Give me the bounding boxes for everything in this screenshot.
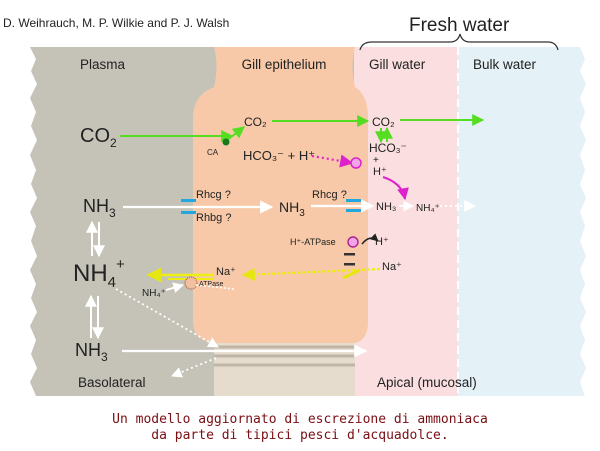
caption-line-2: da parte di tipici pesci d'acquadolce. [151, 428, 449, 443]
heading-bulk-water: Bulk water [473, 57, 537, 72]
heading-plasma: Plasma [80, 57, 126, 72]
water-co2: CO₂ [372, 115, 395, 129]
heading-gill-epithelium: Gill epithelium [242, 57, 327, 72]
cell-rhcg-apical: Rhcg ? [312, 189, 347, 201]
proton-to-nh4-arrow [382, 176, 409, 201]
cell-hco3-h: HCO₃⁻ + H⁺ [243, 148, 315, 163]
cell-h-atpase: H⁺-ATPase [290, 237, 336, 247]
cell-rhbg: Rhbg ? [196, 212, 231, 224]
cell-rhcg-baso: Rhcg ? [196, 189, 231, 201]
water-h: H⁺ [373, 166, 387, 178]
heading-apical: Apical (mucosal) [377, 375, 477, 390]
heading-gill-water: Gill water [369, 57, 426, 72]
rh-apical-channel-lower [346, 209, 361, 212]
cell-atpase: ATPase [199, 281, 223, 288]
fresh-water-bracket [359, 33, 559, 51]
na-channel-bar-1 [344, 253, 355, 256]
nh4-to-atpase-arrow [165, 282, 185, 293]
proton-dotted-arrow [311, 154, 354, 168]
caption-line-1: Un modello aggiornato di escrezione di a… [112, 412, 488, 427]
water-nh4: NH₄⁺ [416, 203, 440, 214]
cell-h: H⁺ [375, 236, 389, 248]
co2-ca-arrow [225, 126, 245, 142]
h-atpase-curved-arrow [361, 233, 379, 245]
gill-epithelium-cell [193, 87, 368, 343]
cell-ca: CA [207, 148, 219, 157]
plasma-co2: CO2 [80, 125, 117, 150]
cell-na: Na⁺ [216, 266, 236, 278]
na-channel-bar-2 [344, 263, 355, 266]
plasma-nh4-baso: NH₄⁺ [142, 288, 166, 299]
h-atpase-pump-icon [347, 236, 359, 248]
cell-nh3: NH3 [279, 199, 305, 219]
water-plus: + [373, 155, 379, 166]
rh-apical-channel [346, 199, 361, 202]
top-junction [214, 47, 355, 87]
rh-baso-channel [181, 199, 196, 202]
authors: D. Weihrauch, M. P. Wilkie and P. J. Wal… [3, 16, 229, 30]
plasma-nh4: NH4+ [73, 256, 125, 291]
water-nh3: NH₃ [376, 201, 396, 213]
bulk-water-region [458, 47, 586, 396]
plasma-nh3: NH3 [83, 196, 116, 220]
heading-basolateral: Basolateral [78, 375, 146, 390]
plasma-region [30, 47, 214, 396]
na-k-atpase-pump-icon [184, 276, 198, 290]
na-channel-hatch [342, 268, 361, 280]
cell-co2: CO₂ [244, 115, 267, 129]
water-hco3: HCO₃⁻ [369, 141, 407, 155]
plasma-nh3-lower: NH3 [75, 340, 108, 364]
water-na: Na⁺ [382, 261, 402, 273]
gill-water-region [354, 47, 458, 396]
carbonic-anhydrase-icon [222, 138, 230, 146]
proton-exchanger-icon [350, 157, 362, 169]
heading-fresh-water: Fresh water [409, 15, 510, 36]
rh-baso-channel-lower [181, 211, 196, 214]
